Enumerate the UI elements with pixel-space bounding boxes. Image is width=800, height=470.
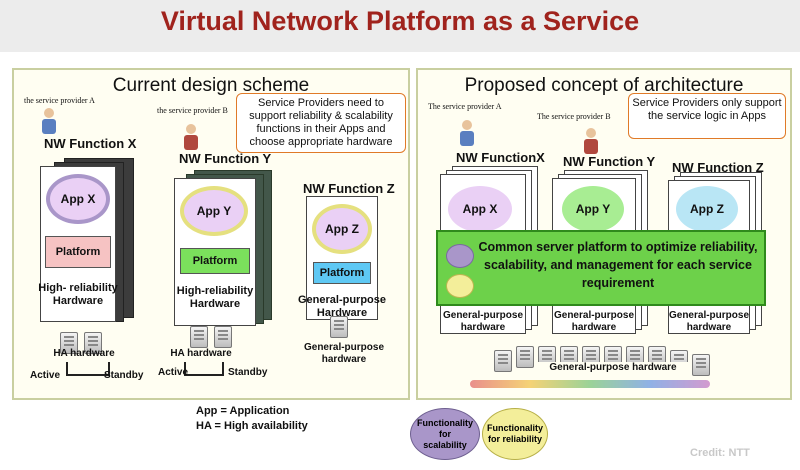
page-title: Virtual Network Platform as a Service: [160, 6, 640, 36]
server-icon: [60, 332, 78, 354]
provider-b-label: The service provider B: [537, 112, 611, 121]
reliability-bubble-icon: [446, 274, 474, 298]
general-purpose-hardware-x: General-purpose hardware: [442, 310, 524, 333]
person-icon: [42, 108, 56, 134]
nw-function-x-label: NW Function X: [44, 136, 137, 151]
legend-reliability: Functionality for reliability: [482, 408, 548, 460]
platform-y-box: Platform: [180, 248, 250, 274]
legend-scalability: Functionality for scalability: [410, 408, 480, 460]
general-purpose-hardware-y: General-purpose hardware: [553, 310, 635, 333]
active-label-2: Active: [158, 367, 189, 378]
app-z-bubble: App Z: [676, 186, 738, 232]
provider-a-label: the service provider A: [24, 96, 95, 105]
general-purpose-hardware-label: General-purpose hardware: [303, 342, 385, 365]
active-label-1: Active: [30, 370, 61, 381]
server-icon: [516, 346, 534, 368]
nw-function-y-label: NW Function Y: [179, 151, 272, 166]
provider-b-label: the service provider B: [157, 106, 228, 115]
person-icon: [584, 128, 598, 154]
provider-a-label: The service provider A: [428, 102, 502, 111]
general-purpose-hardware-z: General-purpose hardware: [668, 310, 750, 333]
server-icon: [494, 350, 512, 372]
ha-hardware-label-1: HA hardware: [53, 348, 115, 359]
virtual-resource-strip: [470, 380, 710, 388]
scalability-bubble-icon: [446, 244, 474, 268]
high-reliability-hardware-y: High-reliability Hardware: [176, 285, 254, 310]
general-purpose-hardware-label: General-purpose hardware: [538, 362, 688, 374]
legend-app-definition: App = Application: [196, 405, 290, 417]
current-design-heading: Current design scheme: [112, 75, 310, 96]
server-icon: [692, 354, 710, 376]
nw-function-x-label: NW FunctionX: [456, 150, 545, 165]
platform-z-box: Platform: [313, 262, 371, 284]
current-design-callout: Service Providers need to support reliab…: [236, 93, 406, 153]
legend-ha-definition: HA = High availability: [196, 420, 308, 432]
title-bar: [0, 0, 800, 52]
nw-function-z-label: NW Function Z: [303, 181, 395, 196]
credit-label: Credit: NTT: [690, 447, 750, 459]
ha-hardware-label-2: HA hardware: [170, 348, 232, 359]
server-icon: [190, 326, 208, 348]
common-platform-text: Common server platform to optimize relia…: [478, 240, 758, 290]
person-icon: [184, 124, 198, 150]
standby-label-2: Standby: [228, 367, 268, 378]
app-x-bubble: App X: [448, 186, 512, 232]
platform-x-box: Platform: [45, 236, 111, 268]
proposed-callout: Service Providers only support the servi…: [628, 93, 786, 139]
server-icon: [84, 332, 102, 354]
app-z-bubble: App Z: [312, 204, 372, 254]
ha-link-bracket: [184, 362, 224, 376]
high-reliability-hardware-x: High- reliability Hardware: [38, 282, 118, 307]
nw-function-z-label: NW Function Z: [672, 160, 764, 175]
app-y-bubble: App Y: [562, 186, 624, 232]
common-server-platform: [436, 230, 766, 306]
ha-link-bracket: [66, 362, 110, 376]
person-icon: [460, 120, 474, 146]
proposed-architecture-heading: Proposed concept of architecture: [464, 75, 744, 96]
app-x-bubble: App X: [46, 174, 110, 224]
standby-label-1: Standby: [104, 370, 144, 381]
server-icon: [214, 326, 232, 348]
app-y-bubble: App Y: [180, 186, 248, 236]
nw-function-y-label: NW Function Y: [563, 154, 656, 169]
server-icon: [330, 316, 348, 338]
